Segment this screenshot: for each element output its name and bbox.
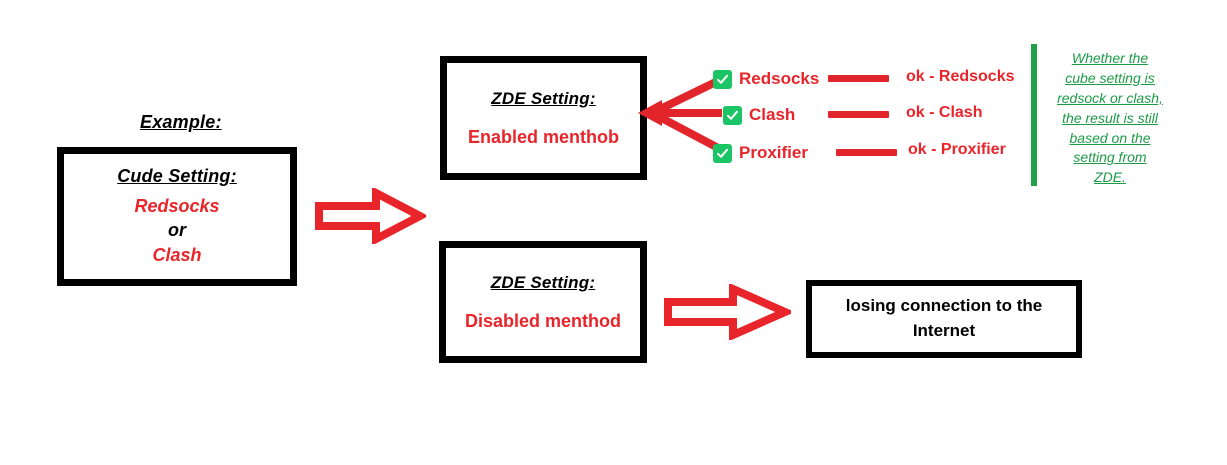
option-label-redsocks: Redsocks <box>739 69 820 88</box>
note-line-4: the result is still <box>1062 109 1158 126</box>
option-label-clash: Clash <box>749 105 796 124</box>
note-line-3: redsock or clash, <box>1057 89 1163 106</box>
cube-setting-option-clash: Clash <box>152 244 202 265</box>
cube-setting-option-redsocks: Redsocks <box>134 196 220 217</box>
option-row-redsocks[interactable]: Redsocks <box>713 67 819 91</box>
note-line-7: ZDE. <box>1094 169 1126 186</box>
example-label: Example: <box>140 112 222 132</box>
arrow-disabled-to-result-icon <box>664 284 791 340</box>
note-accent-bar <box>1031 44 1037 186</box>
zde-disabled-heading: ZDE Setting: <box>490 272 596 292</box>
option-row-clash[interactable]: Clash <box>723 103 795 127</box>
zde-disabled-status: Disabled menthod <box>464 310 621 331</box>
result-label-clash: ok - Clash <box>906 104 983 121</box>
connector-proxifier <box>836 149 897 156</box>
zde-disabled-box: ZDE Setting: Disabled menthod <box>439 241 647 363</box>
result-line-1: losing connection to the <box>845 296 1043 316</box>
note-line-1: Whether the <box>1071 50 1149 66</box>
cube-setting-box: Cude Setting: Redsocks or Clash <box>57 147 297 286</box>
note-line-6: setting from <box>1073 149 1147 166</box>
result-box: losing connection to the Internet <box>806 280 1082 358</box>
note-line-2: cube setting is <box>1065 69 1155 86</box>
zde-enabled-box: ZDE Setting: Enabled menthob <box>440 56 647 180</box>
checkbox-proxifier-icon[interactable] <box>713 143 732 163</box>
cube-setting-heading: Cude Setting: <box>117 166 237 187</box>
connector-redsocks <box>828 75 889 82</box>
note-text: Whether the cube setting is redsock or c… <box>1046 49 1174 188</box>
arrow-cube-to-zde-icon <box>315 188 426 244</box>
checkbox-clash-icon[interactable] <box>723 105 742 125</box>
result-label-proxifier: ok - Proxifier <box>908 141 1006 158</box>
result-line-2: Internet <box>912 321 976 340</box>
checkbox-redsocks-icon[interactable] <box>713 69 732 89</box>
zde-fan-arrow-icon <box>638 75 724 154</box>
note-line-5: based on the <box>1069 129 1151 146</box>
zde-enabled-heading: ZDE Setting: <box>491 88 596 108</box>
connector-clash <box>828 111 889 118</box>
option-label-proxifier: Proxifier <box>739 143 808 162</box>
result-label-redsocks: ok - Redsocks <box>906 68 1015 85</box>
cube-setting-conjunction: or <box>168 220 186 241</box>
option-row-proxifier[interactable]: Proxifier <box>713 141 808 165</box>
zde-enabled-status: Enabled menthob <box>467 126 619 147</box>
